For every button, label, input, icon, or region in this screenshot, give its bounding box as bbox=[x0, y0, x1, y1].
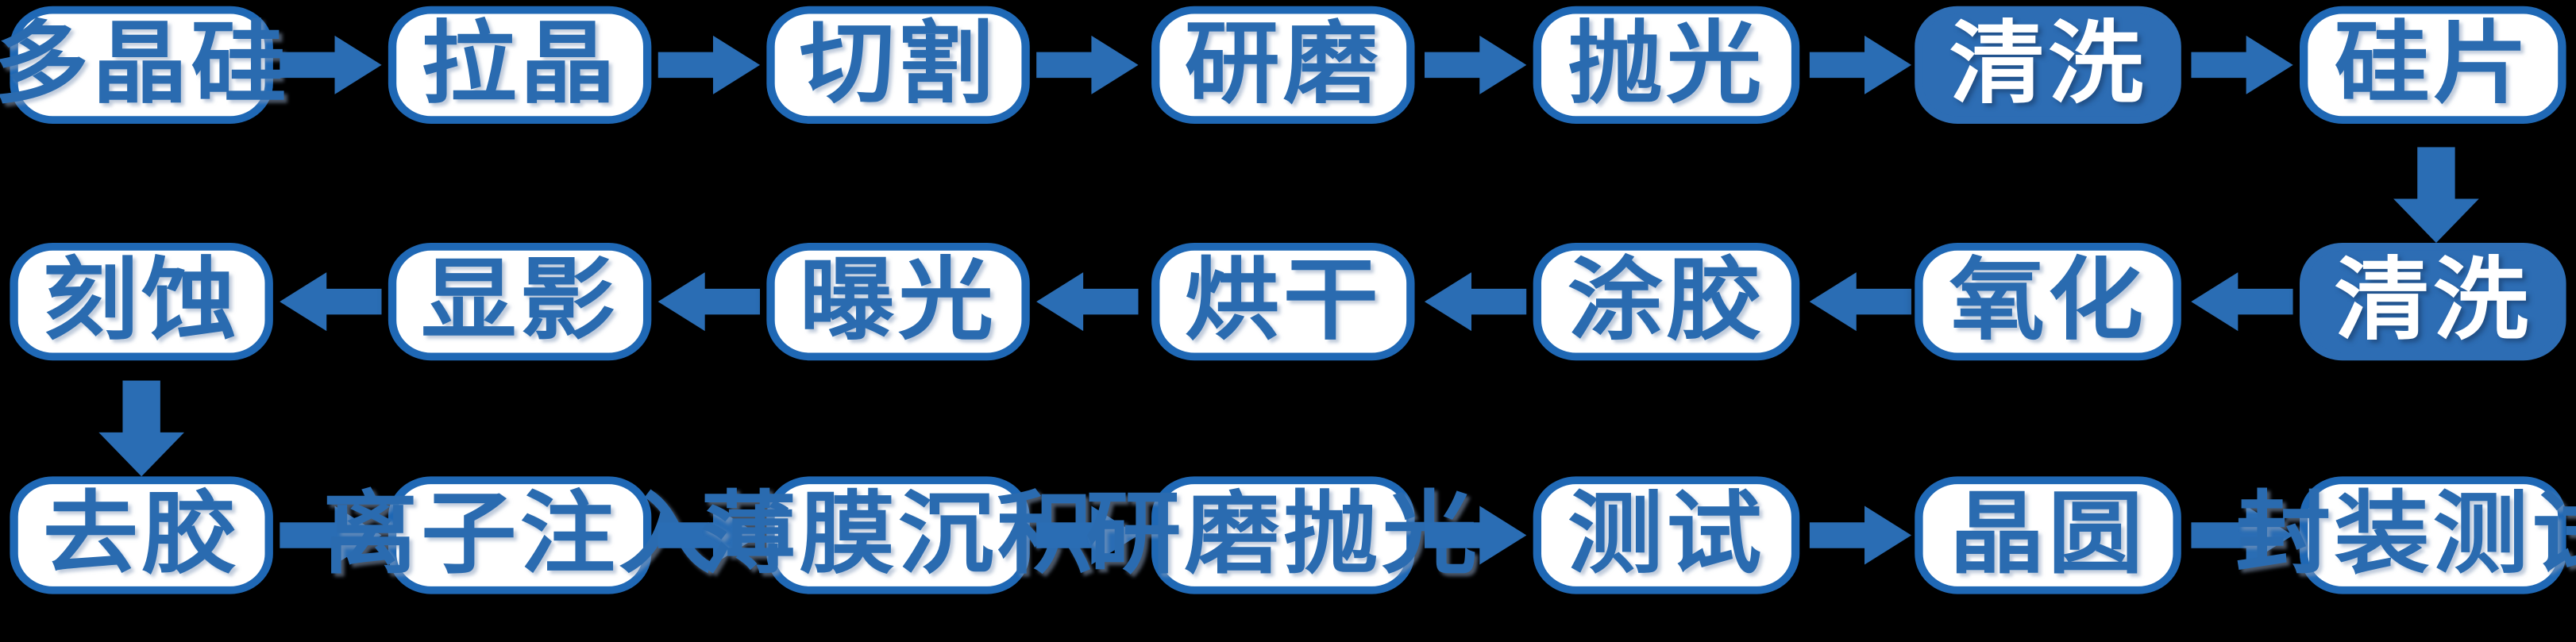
arrow-left-row2-1 bbox=[657, 272, 761, 332]
node-label: 测试 bbox=[1568, 484, 1765, 585]
node-label: 清洗 bbox=[1949, 13, 2147, 115]
node-label: 薄膜沉积 bbox=[700, 484, 1096, 585]
arrow-left-row2-5 bbox=[2191, 272, 2293, 332]
node-row1-5-highlighted[interactable]: 清洗 bbox=[1915, 6, 2181, 124]
node-label: 刻蚀 bbox=[42, 250, 241, 352]
node-row3-1[interactable]: 离子注入 bbox=[322, 476, 714, 594]
arrow-right-row1-5 bbox=[2191, 35, 2293, 94]
node-row3-5[interactable]: 晶圆 bbox=[1915, 476, 2181, 594]
arrow-down-wafer-to-clean bbox=[2393, 147, 2479, 244]
arrow-right-row1-0 bbox=[280, 35, 382, 94]
node-label: 去胶 bbox=[42, 484, 241, 585]
node-row2-2[interactable]: 曝光 bbox=[766, 243, 1030, 361]
node-row2-6-highlighted[interactable]: 清洗 bbox=[2299, 243, 2566, 361]
arrow-right-row1-3 bbox=[1424, 35, 1527, 94]
node-label: 抛光 bbox=[1568, 13, 1765, 115]
arrow-left-row2-3 bbox=[1424, 272, 1527, 332]
node-label: 涂胶 bbox=[1568, 250, 1765, 352]
node-row3-4[interactable]: 测试 bbox=[1533, 476, 1800, 594]
node-row2-1[interactable]: 显影 bbox=[388, 243, 652, 361]
node-label: 研磨抛光 bbox=[1086, 484, 1481, 585]
node-label: 显影 bbox=[421, 250, 619, 352]
arrow-right-row1-2 bbox=[1036, 35, 1139, 94]
node-label: 曝光 bbox=[799, 250, 997, 352]
node-label: 封装测试 bbox=[2235, 484, 2576, 585]
node-label: 清洗 bbox=[2334, 250, 2532, 352]
arrow-left-row2-4 bbox=[1809, 272, 1912, 332]
node-row1-0[interactable]: 多晶硅 bbox=[0, 6, 286, 124]
node-label: 切割 bbox=[799, 13, 997, 115]
node-row3-6[interactable]: 封装测试 bbox=[2235, 476, 2576, 594]
arrow-right-row1-4 bbox=[1809, 35, 1912, 94]
node-label: 烘干 bbox=[1184, 250, 1382, 352]
node-label: 晶圆 bbox=[1949, 484, 2147, 585]
node-label: 离子注入 bbox=[322, 484, 718, 585]
node-row1-6[interactable]: 硅片 bbox=[2299, 6, 2566, 124]
arrow-left-row2-2 bbox=[1036, 272, 1139, 332]
node-row1-4[interactable]: 抛光 bbox=[1533, 6, 1800, 124]
arrow-right-row1-1 bbox=[657, 35, 761, 94]
node-row1-1[interactable]: 拉晶 bbox=[388, 6, 652, 124]
node-row2-4[interactable]: 涂胶 bbox=[1533, 243, 1800, 361]
node-row3-3[interactable]: 研磨抛光 bbox=[1086, 476, 1477, 594]
node-label: 研磨 bbox=[1184, 13, 1382, 115]
node-row1-2[interactable]: 切割 bbox=[766, 6, 1030, 124]
node-label: 多晶硅 bbox=[0, 13, 290, 115]
node-row1-3[interactable]: 研磨 bbox=[1151, 6, 1415, 124]
arrow-right-row3-4 bbox=[1809, 506, 1912, 565]
node-label: 氧化 bbox=[1949, 250, 2147, 352]
node-label: 硅片 bbox=[2334, 13, 2532, 115]
node-label: 拉晶 bbox=[421, 13, 619, 115]
node-row3-2[interactable]: 薄膜沉积 bbox=[700, 476, 1093, 594]
arrow-down-etch-to-strip bbox=[98, 380, 185, 477]
node-row2-3[interactable]: 烘干 bbox=[1151, 243, 1415, 361]
node-row3-0[interactable]: 去胶 bbox=[10, 476, 273, 594]
arrow-left-row2-0 bbox=[280, 272, 382, 332]
node-row2-5[interactable]: 氧化 bbox=[1915, 243, 2181, 361]
node-row2-0[interactable]: 刻蚀 bbox=[10, 243, 273, 361]
